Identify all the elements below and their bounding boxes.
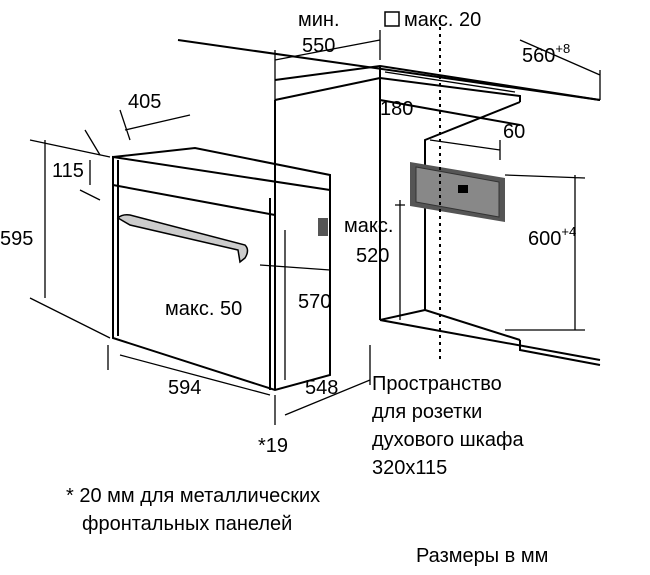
units-note: Размеры в мм <box>416 545 548 567</box>
label-19: *19 <box>258 435 288 457</box>
label-600-value: 600 <box>528 228 561 250</box>
label-60: 60 <box>503 121 525 143</box>
label-max-20: макс. 20 <box>404 9 481 31</box>
countertop <box>177 39 601 102</box>
label-550: 550 <box>302 35 335 57</box>
label-570: 570 <box>298 291 331 313</box>
label-560-tolerance: +8 <box>555 41 570 56</box>
footnote: * 20 мм для металлических фронтальных па… <box>66 485 320 535</box>
oven-handle <box>116 214 249 264</box>
label-405: 405 <box>128 91 161 113</box>
oven <box>112 146 331 392</box>
footnote-line: * 20 мм для металлических <box>66 485 320 507</box>
label-520: 520 <box>356 245 389 267</box>
label-548: 548 <box>305 377 338 399</box>
socket-note-line: духового шкафа <box>372 429 524 451</box>
socket-note-line: Пространство <box>372 373 502 395</box>
label-560: 560+8 <box>522 41 570 67</box>
label-115: 115 <box>52 160 84 182</box>
label-min: мин. <box>298 9 340 31</box>
socket-area <box>410 162 505 222</box>
socket-note-line: для розетки <box>372 401 482 423</box>
oven-bracket <box>318 218 328 236</box>
footnote-line: фронтальных панелей <box>82 513 292 535</box>
label-600-tolerance: +4 <box>561 224 576 239</box>
label-600: 600+4 <box>528 224 576 250</box>
socket-note: Пространство для розетки духового шкафа … <box>372 373 524 479</box>
dimension-lines <box>29 30 601 425</box>
label-max-520-prefix: макс. <box>344 215 393 237</box>
label-594: 594 <box>168 377 201 399</box>
label-560-value: 560 <box>522 45 555 67</box>
socket-note-line: 320x115 <box>372 457 447 479</box>
label-595: 595 <box>0 228 33 250</box>
square-icon <box>384 11 400 27</box>
label-180: 180 <box>380 98 413 120</box>
label-max-50: макс. 50 <box>165 298 242 320</box>
